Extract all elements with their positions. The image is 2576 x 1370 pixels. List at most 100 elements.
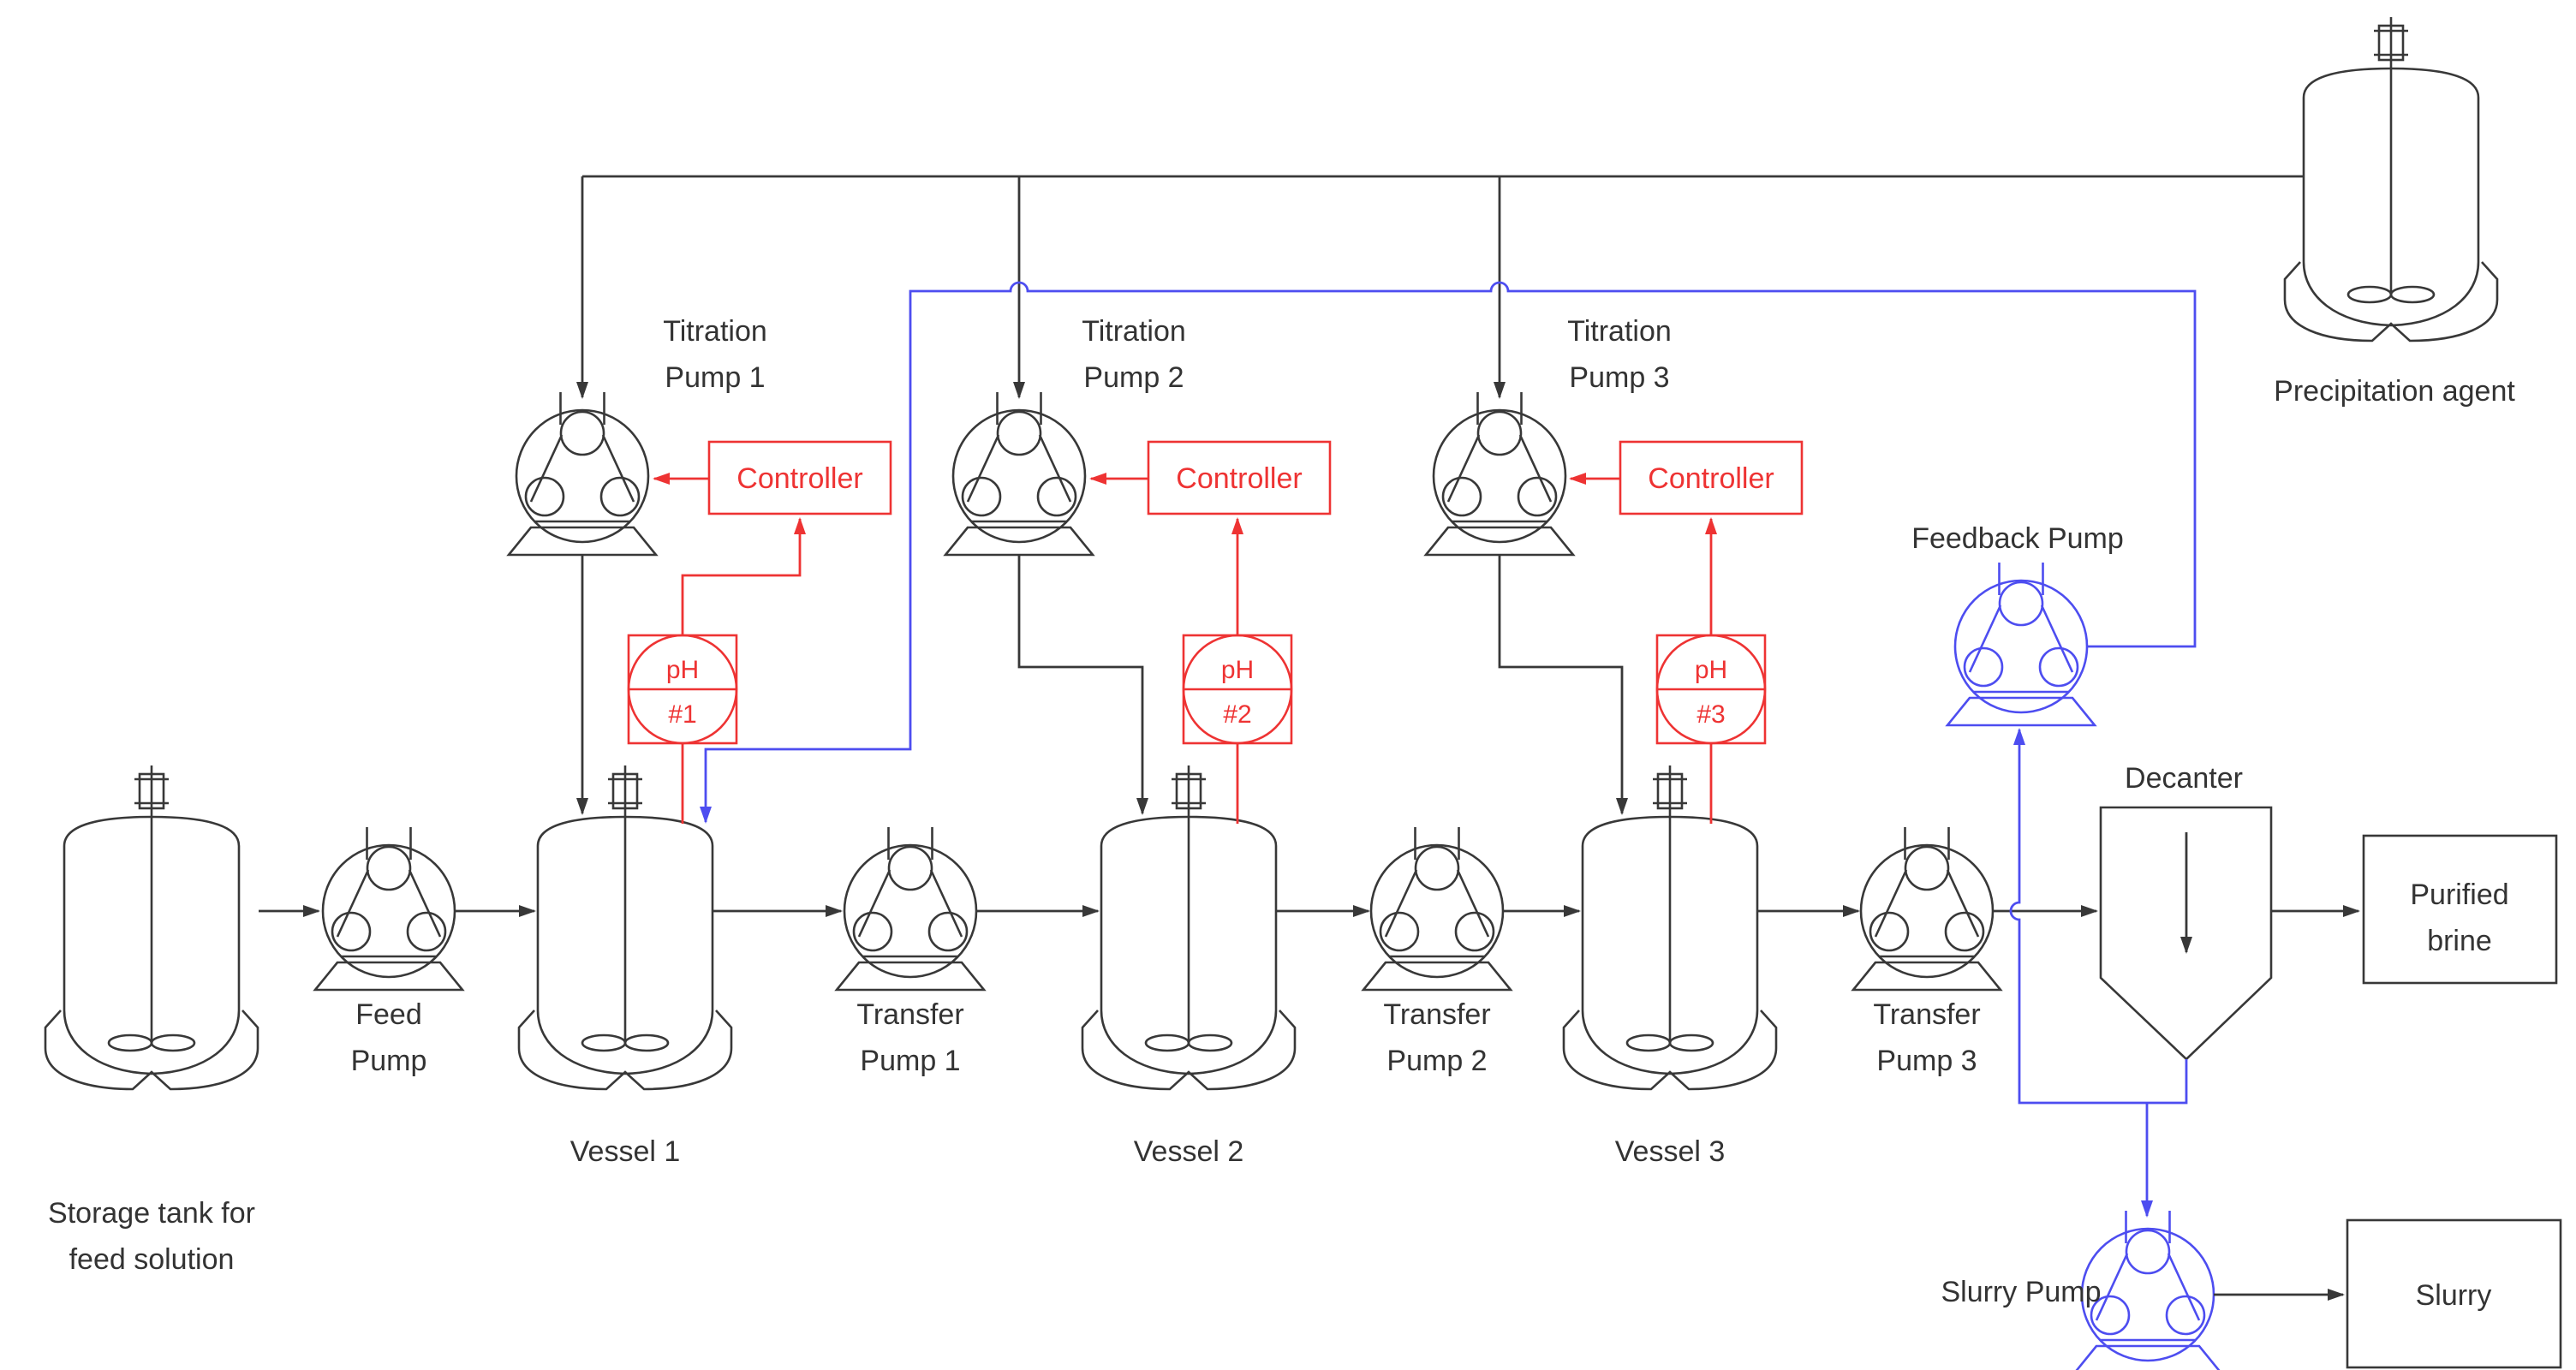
pump-roller-top [559, 410, 605, 456]
feedback-pump-label: Feedback Pump [1911, 522, 2124, 555]
pump-roller-top [887, 845, 933, 891]
pump-roller-top [1998, 581, 2044, 627]
pump-roller-right [1036, 476, 1077, 517]
pump-roller-left [852, 911, 893, 952]
transfer-pump-2-label: Pump 2 [1386, 1045, 1487, 1077]
pump-base [506, 526, 659, 557]
pump-rotor-arm-left [336, 869, 370, 938]
titration-pump-2-label: Titration [1082, 315, 1186, 348]
vessel-3-label: Vessel 3 [1615, 1135, 1726, 1168]
pump-casing [951, 408, 1087, 544]
pump-roller-right [1944, 911, 1985, 952]
pump-roller-top [366, 845, 412, 891]
precipitation-agent-label: Precipitation agent [2274, 375, 2515, 408]
transfer-pump-1-label: Pump 1 [860, 1045, 960, 1077]
pump-rotor-arm-right [2167, 1253, 2201, 1321]
titration-pump-3 [1423, 392, 1576, 557]
line-titration-pump-2-to-vessel-2 [1017, 555, 1148, 815]
titration-pump-3-label: Titration [1567, 315, 1672, 348]
pump-base [1945, 696, 2097, 727]
slurry-box-label: Slurry [2416, 1279, 2492, 1312]
pump-casing [515, 408, 650, 544]
agitator-motor-icon [1656, 772, 1684, 810]
titration-pump-3-label: Pump 3 [1569, 361, 1669, 394]
agitator-motor-icon [2377, 24, 2405, 62]
pump-rotor-arm-left [2095, 1253, 2129, 1321]
impeller-blade-left [107, 1033, 153, 1052]
pump-roller-right [927, 911, 969, 952]
controller-3-label: Controller [1648, 462, 1774, 495]
line-feedback-pump-to-vessel-1 [700, 281, 2197, 824]
ph-2-label: pH [1221, 656, 1254, 684]
vessel-1 [517, 765, 733, 1091]
feed-pump-label: Feed [355, 998, 422, 1031]
pump-roller-right [599, 476, 641, 517]
impeller-blade-right [1668, 1033, 1714, 1052]
vessel-jacket [44, 1010, 259, 1091]
pump-roller-right [1454, 911, 1495, 952]
transfer-pump-3-label: Transfer [1873, 998, 1980, 1031]
pump-base [313, 961, 465, 992]
impeller-blade-right [150, 1033, 196, 1052]
transfer-pump-2-label: Transfer [1383, 998, 1490, 1031]
slurry-box [2346, 1218, 2562, 1369]
pump-rotor-arm-right [601, 434, 635, 503]
agitator-motor-icon [1175, 772, 1202, 810]
pump-rotor-arm-right [2040, 605, 2074, 673]
titration-pump-1-label: Pump 1 [665, 361, 765, 394]
purified-brine-label: brine [2427, 925, 2492, 957]
vessel-body [1581, 815, 1759, 1075]
vessel-body [2302, 67, 2480, 327]
slurry-pump [2075, 1211, 2221, 1370]
pump-rotor-arm-right [929, 869, 963, 938]
pump-roller-left [1869, 911, 1910, 952]
controller-2-label: Controller [1176, 462, 1302, 495]
pump-roller-left [331, 911, 372, 952]
feedback-pump [1945, 563, 2097, 727]
ph-1-label: pH [666, 656, 699, 684]
pump-roller-top [1904, 845, 1950, 891]
titration-pump-1 [506, 392, 659, 557]
pump-roller-top [996, 410, 1042, 456]
impeller-blade-left [2346, 285, 2393, 304]
pump-rotor-arm-right [1456, 869, 1490, 938]
pump-base [1361, 961, 1513, 992]
impeller-blade-left [1625, 1033, 1672, 1052]
pump-rotor-arm-left [1446, 434, 1481, 503]
decanter [2099, 806, 2273, 1061]
pump-rotor-arm-left [1874, 869, 1908, 938]
pump-base [1423, 526, 1576, 557]
pump-roller-left [1379, 911, 1420, 952]
purified-brine-box [2362, 834, 2558, 985]
storage-tank-label: feed solution [69, 1243, 235, 1276]
impeller-blade-right [2389, 285, 2436, 304]
vessel-jacket [2283, 261, 2499, 342]
impeller-blade-right [1187, 1033, 1233, 1052]
pump-roller-right [2038, 646, 2079, 688]
ph-3-label: pH [1695, 656, 1727, 684]
transfer-pump-3 [1851, 827, 2003, 992]
vessel-1-label: Vessel 1 [570, 1135, 681, 1168]
pump-rotor-arm-left [966, 434, 1000, 503]
line-decanter-bottoms-to-feedback-pump [2009, 728, 2188, 1105]
ph-3-label: #3 [1696, 700, 1725, 729]
vessel-body [63, 815, 241, 1075]
vessel-2 [1081, 765, 1297, 1091]
vessel-body [536, 815, 714, 1075]
vessel-jacket [1081, 1010, 1297, 1091]
pump-rotor-arm-right [1946, 869, 1980, 938]
precipitation-agent-tank [2283, 17, 2499, 342]
pump-roller-right [406, 911, 447, 952]
titration-pump-2-label: Pump 2 [1083, 361, 1184, 394]
impeller-blade-left [581, 1033, 627, 1052]
pump-rotor-arm-left [529, 434, 564, 503]
feed-pump-label: Pump [351, 1045, 427, 1077]
pump-rotor-arm-left [857, 869, 891, 938]
impeller-blade-left [1144, 1033, 1190, 1052]
pump-roller-left [1441, 476, 1482, 517]
pump-roller-top [2125, 1229, 2171, 1275]
vessel-3 [1562, 765, 1778, 1091]
vessel-2-label: Vessel 2 [1134, 1135, 1244, 1168]
transfer-pump-3-label: Pump 3 [1876, 1045, 1977, 1077]
